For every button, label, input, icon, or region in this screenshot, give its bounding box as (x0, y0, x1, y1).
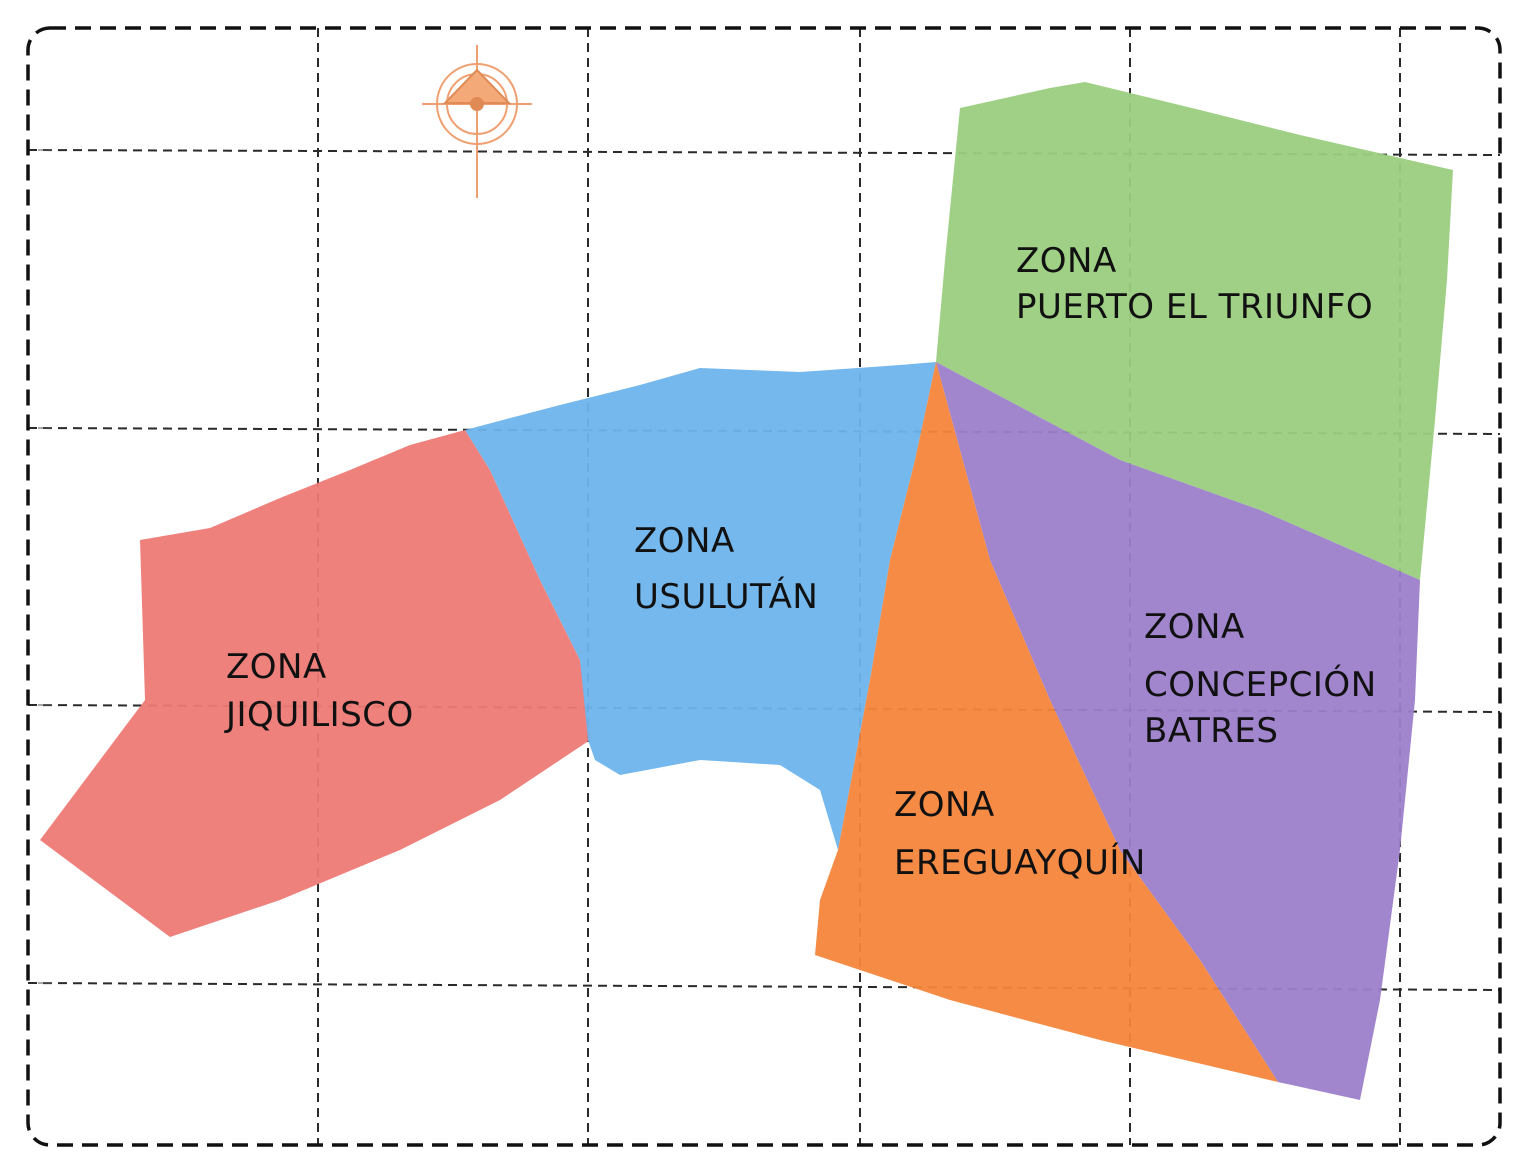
label-puerto-line2: PUERTO EL TRIUNFO (1016, 287, 1373, 327)
label-ereguayquin-line2: EREGUAYQUÍN (894, 842, 1146, 883)
label-concepcion-line1: ZONA (1144, 607, 1245, 647)
label-concepcion-line3: BATRES (1144, 711, 1278, 751)
north-arrow-compass-icon (422, 45, 532, 198)
zone-jiquilisco-region[interactable] (40, 430, 590, 937)
label-ereguayquin-line1: ZONA (894, 785, 995, 825)
grid-line-h4 (27, 982, 1501, 991)
grid-tick-marks (38, 149, 52, 984)
label-concepcion-line2: CONCEPCIÓN (1144, 664, 1377, 705)
label-jiquilisco-line1: ZONA (226, 647, 327, 687)
label-puerto-line1: ZONA (1016, 241, 1117, 281)
zone-ereguayquin-region[interactable] (815, 362, 1278, 1082)
zones-layer (40, 82, 1453, 1100)
grid-line-h1 (27, 149, 1501, 156)
zone-puerto-el-triunfo-region[interactable] (936, 82, 1453, 580)
map-border (26, 26, 1502, 1147)
zone-labels: ZONA JIQUILISCO ZONA USULUTÁN ZONA PUERT… (224, 241, 1377, 883)
label-usulutan-line1: ZONA (634, 521, 735, 561)
label-usulutan-line2: USULUTÁN (634, 576, 818, 617)
zone-usulutan-region[interactable] (465, 362, 936, 850)
zone-concepcion-batres-region[interactable] (936, 362, 1420, 1100)
label-jiquilisco-line2: JIQUILISCO (224, 695, 414, 735)
